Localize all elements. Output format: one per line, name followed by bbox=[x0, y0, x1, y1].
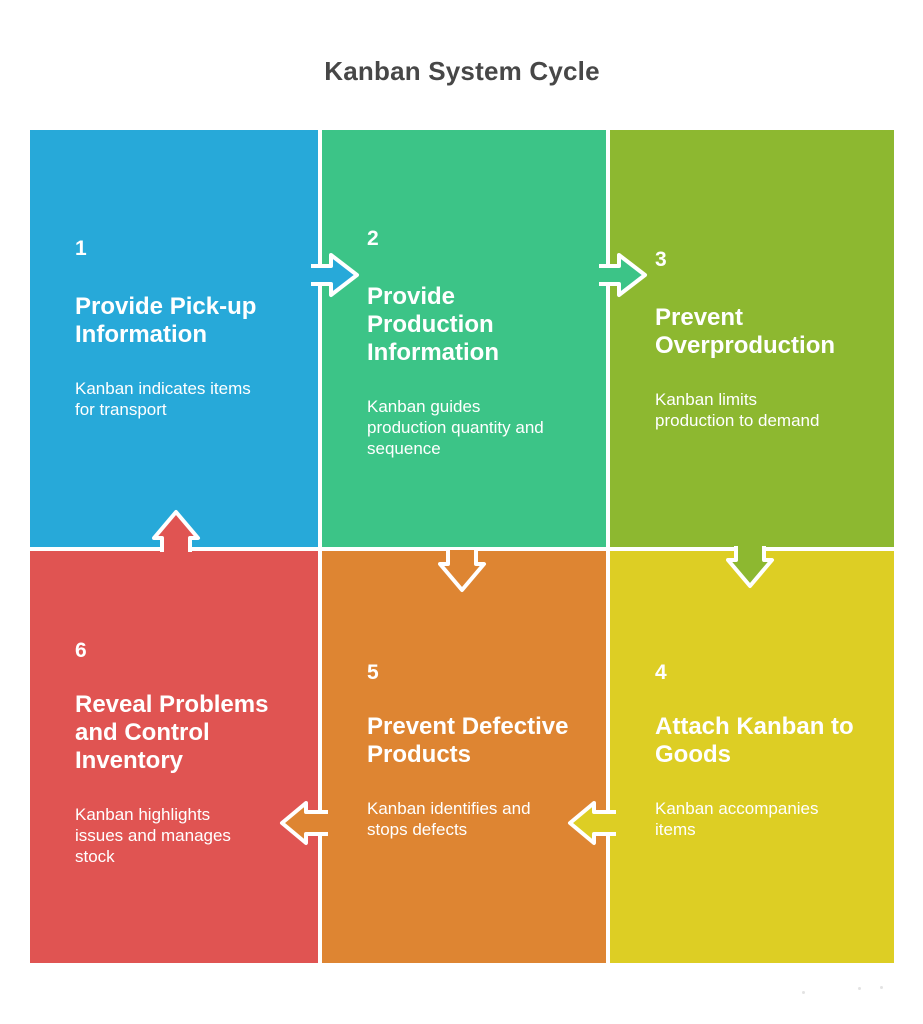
step-number: 1 bbox=[75, 237, 87, 260]
step-number: 4 bbox=[655, 661, 667, 684]
step-title: Prevent Defective Products bbox=[367, 713, 569, 768]
step-number: 2 bbox=[367, 227, 379, 250]
step-description: Kanban identifies and stops defects bbox=[367, 799, 531, 839]
step-title: Provide Pick-up Information bbox=[75, 293, 257, 348]
step-block-6: 6 Reveal Problems and Control Inventory … bbox=[30, 551, 318, 963]
step-description: Kanban indicates items for transport bbox=[75, 379, 251, 419]
step-title: Attach Kanban to Goods bbox=[655, 713, 854, 768]
step-description: Kanban guides production quantity and se… bbox=[367, 397, 544, 458]
step-title: Provide Production Information bbox=[367, 283, 499, 366]
arrow-down-3-to-4-icon bbox=[726, 546, 774, 588]
step-number: 6 bbox=[75, 639, 87, 662]
page-title: Kanban System Cycle bbox=[324, 56, 600, 86]
step-description: Kanban highlights issues and manages sto… bbox=[75, 805, 231, 866]
arrow-left-5-to-6-icon bbox=[280, 801, 328, 845]
step-title: Reveal Problems and Control Inventory bbox=[75, 691, 269, 774]
faint-speck bbox=[880, 986, 883, 989]
step-title: Prevent Overproduction bbox=[655, 304, 836, 359]
faint-speck bbox=[802, 991, 805, 994]
arrow-left-4-to-5-icon bbox=[568, 801, 616, 845]
arrow-up-6-to-1-icon bbox=[152, 510, 200, 552]
faint-speck bbox=[858, 987, 861, 990]
arrow-right-2-to-3-icon bbox=[599, 253, 647, 297]
step-number: 3 bbox=[655, 248, 667, 271]
step-block-4: 4 Attach Kanban to Goods Kanban accompan… bbox=[610, 551, 894, 963]
step-block-5: 5 Prevent Defective Products Kanban iden… bbox=[322, 551, 606, 963]
step-number: 5 bbox=[367, 661, 379, 684]
step-description: Kanban limits production to demand bbox=[655, 390, 820, 430]
arrow-down-2-to-5-icon bbox=[438, 550, 486, 592]
step-block-1: 1 Provide Pick-up Information Kanban ind… bbox=[30, 130, 318, 547]
arrow-right-1-to-2-icon bbox=[311, 253, 359, 297]
step-block-2: 2 Provide Production Information Kanban … bbox=[322, 130, 606, 547]
step-description: Kanban accompanies items bbox=[655, 799, 819, 839]
step-block-3: 3 Prevent Overproduction Kanban limits p… bbox=[610, 130, 894, 547]
